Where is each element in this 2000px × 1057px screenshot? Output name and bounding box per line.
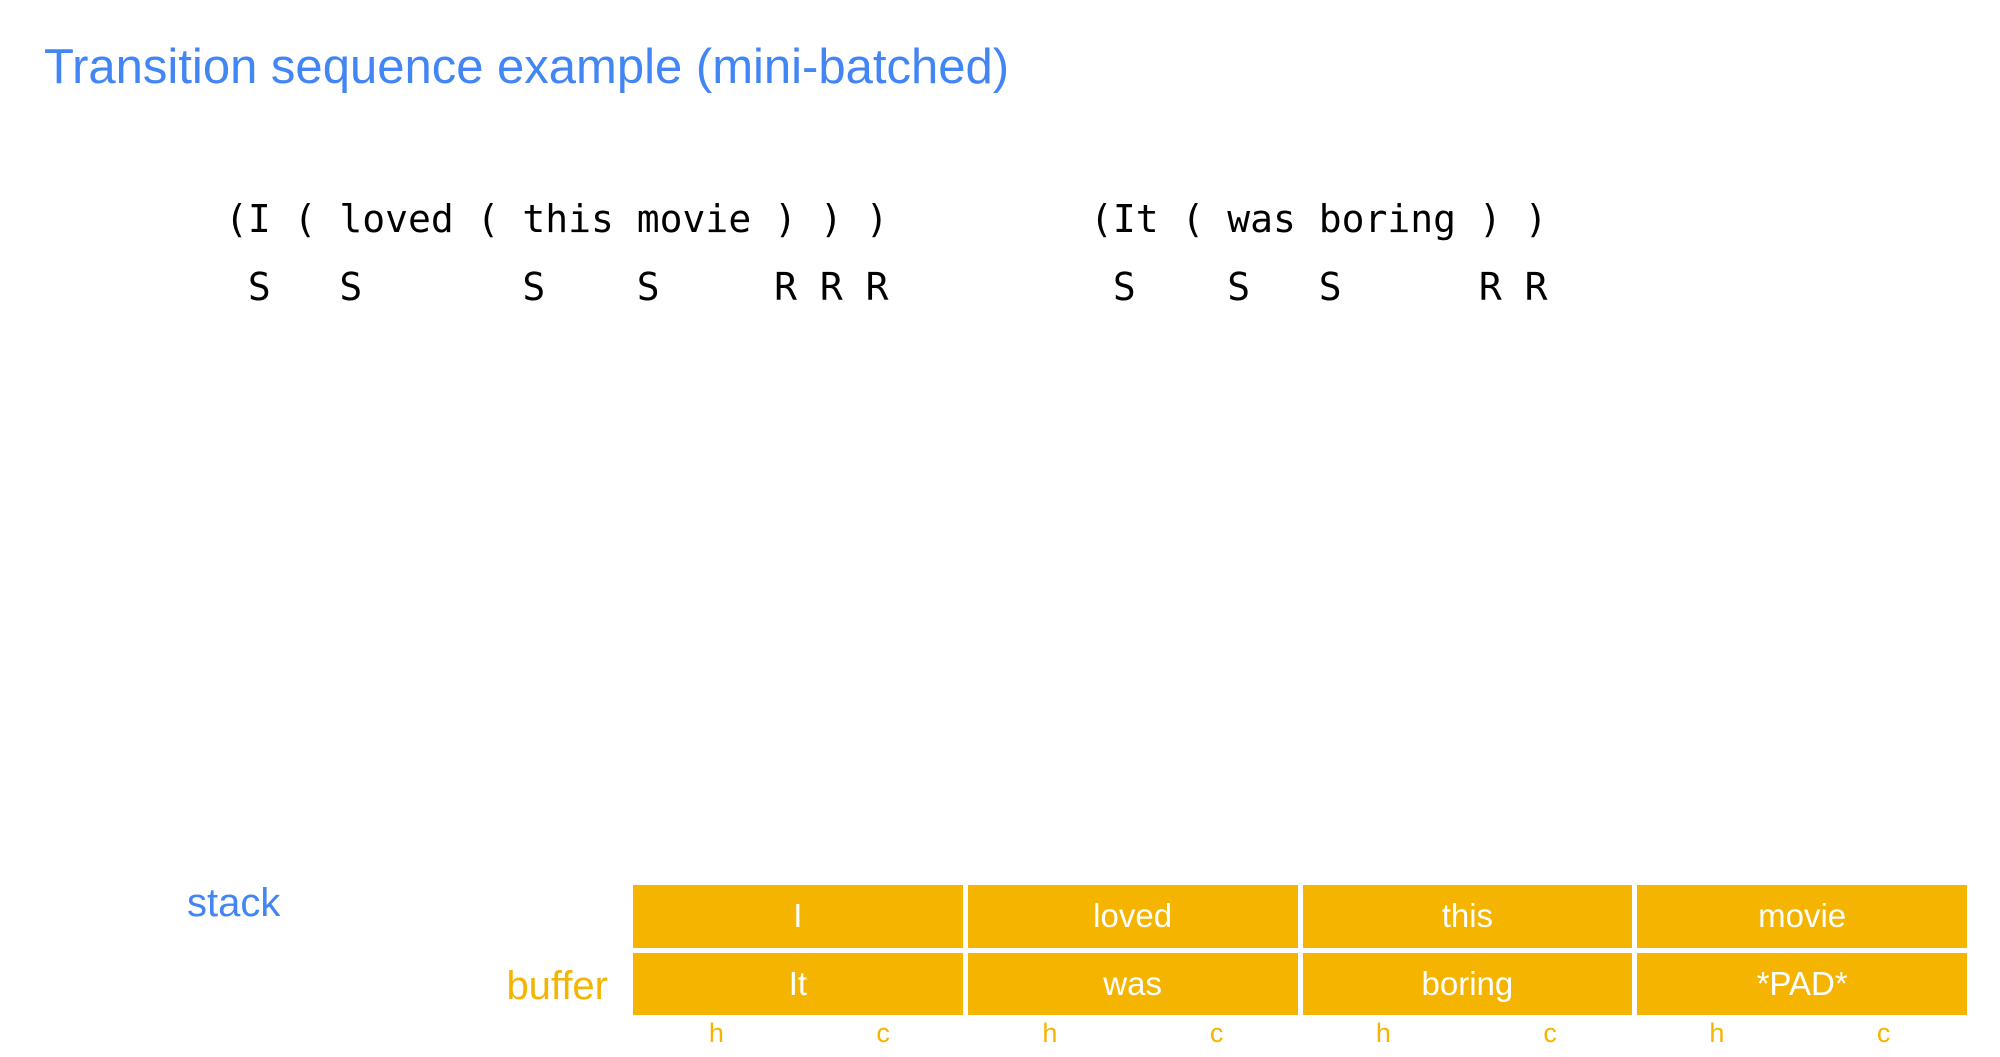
- buffer-table-cell: I: [633, 885, 963, 948]
- buffer-table-cell: this: [1302, 885, 1633, 948]
- hc-label: c: [1876, 1018, 1891, 1048]
- buffer-table-cell: It: [633, 952, 963, 1015]
- sequence-text-1: (I ( loved ( this movie ) ) ): [225, 197, 889, 241]
- buffer-table-cell: was: [967, 952, 1298, 1015]
- buffer-label: buffer: [506, 964, 608, 1008]
- transitions-text-1: S S S S R R R: [225, 265, 889, 309]
- sequence-text-2: (It ( was boring ) ): [1090, 197, 1548, 241]
- buffer-table-cell: movie: [1637, 885, 1967, 948]
- hc-label: h: [1042, 1018, 1058, 1048]
- buffer-table-cell: loved: [967, 885, 1298, 948]
- buffer-table-cell: boring: [1302, 952, 1633, 1015]
- hc-label-row: h c h c h c h c: [633, 1016, 1967, 1050]
- hc-label: h: [708, 1018, 724, 1048]
- buffer-table: I loved this movie It was boring *PAD*: [633, 885, 1967, 1015]
- buffer-table-cell: *PAD*: [1637, 952, 1967, 1015]
- hc-label: c: [1543, 1018, 1557, 1048]
- slide-title: Transition sequence example (mini-batche…: [44, 40, 1010, 94]
- hc-label: c: [876, 1018, 890, 1048]
- hc-label: h: [1709, 1018, 1725, 1048]
- transitions-text-2: S S S R R: [1090, 265, 1548, 309]
- stack-label: stack: [187, 881, 281, 925]
- hc-label: h: [1375, 1018, 1391, 1048]
- hc-label: c: [1209, 1018, 1224, 1048]
